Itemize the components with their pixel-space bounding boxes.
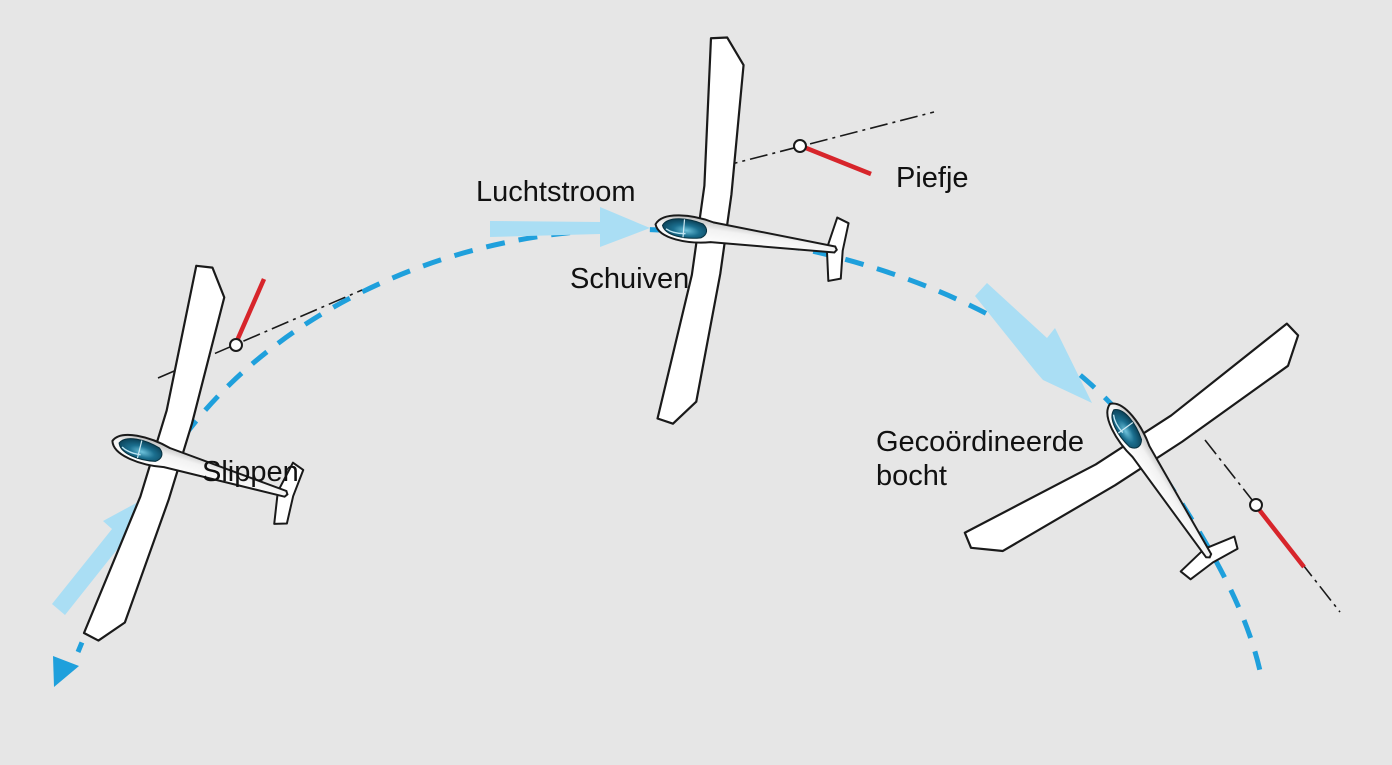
yaw-string-pivot-icon	[229, 338, 243, 352]
skid-label: Schuiven	[570, 263, 690, 295]
airflow-arrow-icon	[52, 207, 1092, 615]
path-arrowhead-icon	[53, 656, 79, 687]
reference-lines	[157, 111, 1341, 613]
glider-top-view-icon	[627, 30, 873, 446]
yaw-string-pivot-icon	[793, 139, 807, 153]
airflow-label: Luchtstroom	[476, 176, 636, 208]
coordinated-turn-label: Gecoördineerde bocht	[876, 426, 1084, 492]
yaw-string-pivot-icon	[1249, 498, 1263, 512]
slip-label: Slippen	[202, 456, 299, 488]
yaw-strings	[229, 139, 1306, 569]
yaw-string-label: Piefje	[896, 162, 969, 194]
